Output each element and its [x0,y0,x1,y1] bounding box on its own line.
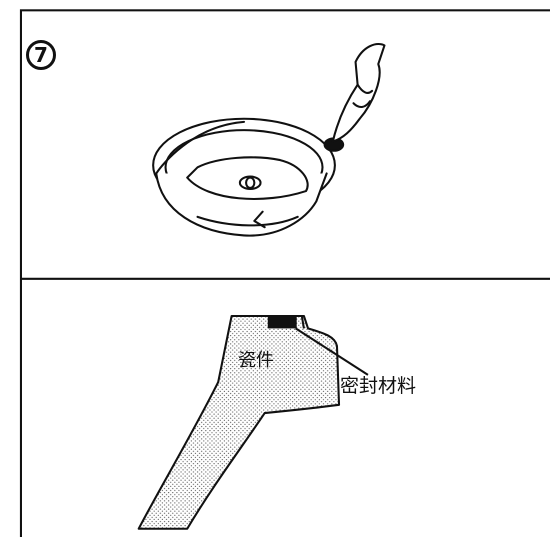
diagram-border [19,9,550,537]
seal-block [267,316,297,329]
ceramic-body [137,314,341,530]
basin-illustration [152,117,345,237]
step-number-badge: 7 [26,40,56,70]
ceramic-label: 瓷件 [238,350,274,371]
hand-illustration [331,43,386,143]
sealing-material-label: 密封材料 [340,375,417,397]
seal-leader-line [295,327,369,376]
ceramic-cross-section [137,314,369,530]
